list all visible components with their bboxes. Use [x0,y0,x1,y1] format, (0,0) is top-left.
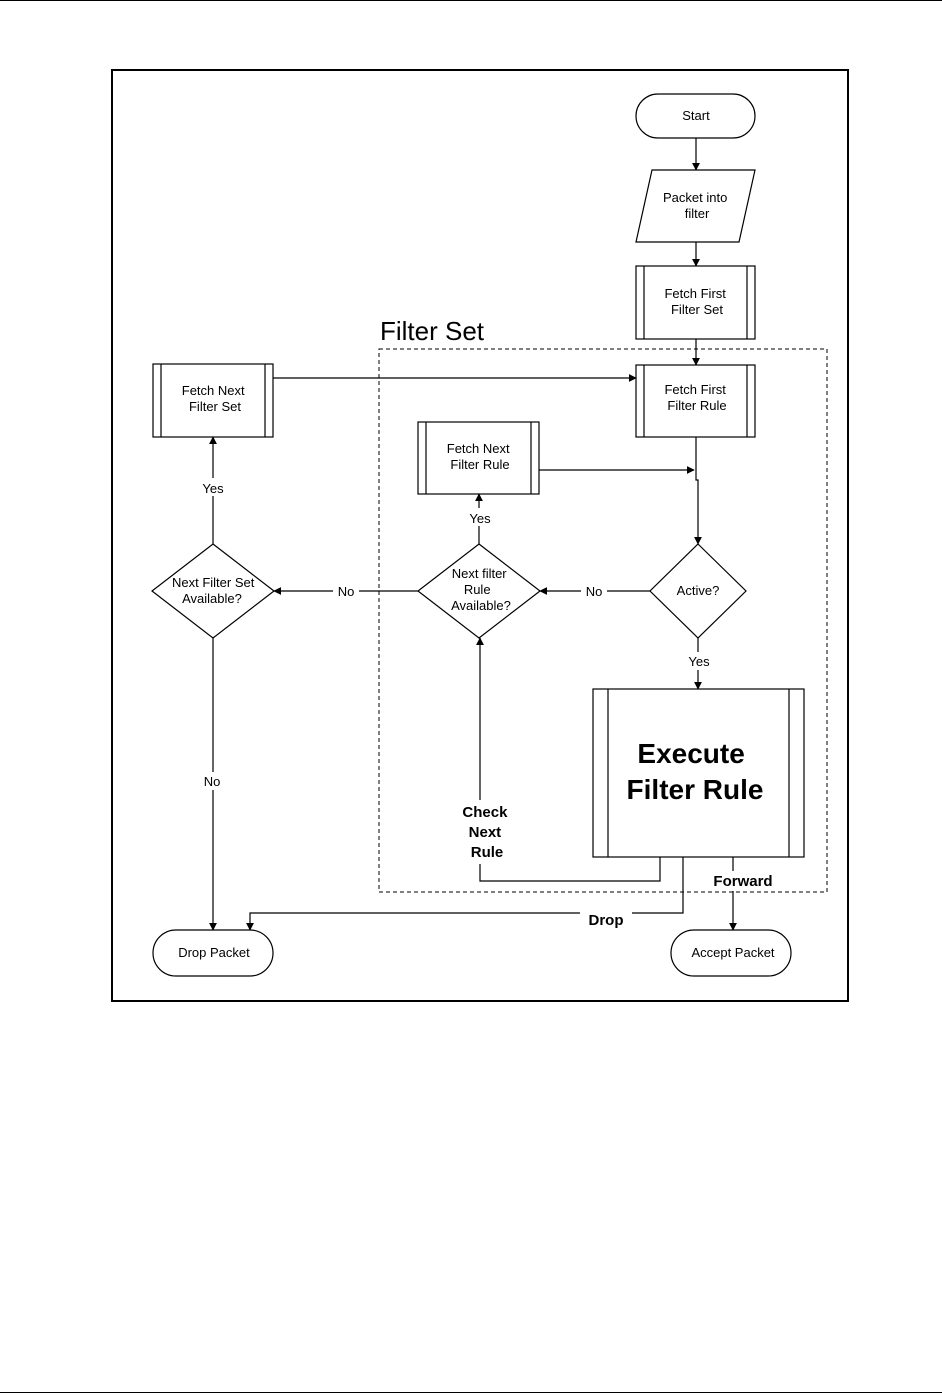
next-filter-rule-available-decision: Next filter Rule Available? [417,543,541,639]
accept-packet-node: Accept Packet [670,929,792,977]
packet-into-filter-label-2: filter [685,206,710,221]
start-node: Start [635,93,756,139]
check-next-rule-label-1: Check [462,804,508,821]
svg-text:Fetch Next Filter Set: Fetch Next Filter Set [182,383,248,414]
packet-into-filter-node: Packet into filter [635,169,756,243]
page-bottom-rule [0,1392,942,1393]
fetch-next-filter-set-node: Fetch Next Filter Set [152,363,274,438]
start-label: Start [682,108,710,123]
diagram-frame [111,69,849,1002]
svg-text:Execute Filter Rule: Execute Filter Rule [627,738,764,805]
fetch-first-filter-set-label-1: Fetch First [664,286,726,301]
check-next-rule-label-3: Rule [471,844,504,861]
next-filter-rule-available-label-2: Rule [464,582,491,597]
svg-text:Fetch First Filter Rule: Fetch First Filter Rule [664,382,729,413]
set-available-no-label: No [204,774,221,789]
next-filter-set-available-label-1: Next Filter Set [172,575,255,590]
fetch-next-filter-rule-label-1: Fetch Next [447,441,510,456]
page-top-rule [0,0,942,1]
svg-text:Active?: Active? [677,583,720,598]
svg-text:Next Filter Set Availabl: Next Filter Set Available? [172,575,258,606]
fetch-next-filter-rule-label-2: Filter Rule [450,457,509,472]
next-filter-set-available-decision: Next Filter Set Available? [151,543,275,639]
set-available-yes-label: Yes [202,481,224,496]
fetch-first-filter-rule-node: Fetch First Filter Rule [635,364,756,438]
next-filter-rule-available-label-3: Available? [451,598,511,613]
forward-label: Forward [713,873,772,890]
next-filter-rule-available-label-1: Next filter [452,566,508,581]
active-label: Active? [677,583,720,598]
active-no-label: No [586,584,603,599]
execute-filter-rule-label-2: Filter Rule [627,774,764,805]
rule-available-no-label: No [338,584,355,599]
next-filter-set-available-label-2: Available? [182,591,242,606]
fetch-first-filter-set-label-2: Filter Set [671,302,723,317]
fetch-first-filter-rule-label-2: Filter Rule [667,398,726,413]
packet-into-filter-label-1: Packet into [663,190,727,205]
fetch-next-filter-set-label-2: Filter Set [189,399,241,414]
check-next-rule-label: Check Next Rule [462,804,511,861]
svg-text:Packet into filter: Packet into filter [663,190,731,221]
fetch-first-filter-rule-label-1: Fetch First [664,382,726,397]
svg-text:Accept Packet: Accept Packet [691,945,774,960]
svg-text:Start: Start [682,108,710,123]
execute-filter-rule-label-1: Execute [637,738,744,769]
drop-packet-node: Drop Packet [152,929,274,977]
edge-drop [246,857,684,931]
drop-packet-label: Drop Packet [178,945,250,960]
filter-set-group [378,348,828,893]
filter-set-title: Filter Set [380,316,485,346]
active-decision: Active? [649,543,747,639]
edge-first-rule-to-active [694,437,702,545]
svg-text:Drop Packet: Drop Packet [178,945,250,960]
check-next-rule-label-2: Next [469,824,502,841]
execute-filter-rule-node: Execute Filter Rule [592,688,805,858]
drop-label: Drop [589,912,624,929]
edge-check-next-rule [476,637,661,882]
fetch-next-filter-rule-node: Fetch Next Filter Rule [417,421,540,495]
rule-available-yes-label: Yes [469,511,491,526]
fetch-first-filter-set-node: Fetch First Filter Set [635,265,756,340]
accept-packet-label: Accept Packet [691,945,774,960]
svg-text:Fetch First Filter Set: Fetch First Filter Set [664,286,729,317]
svg-text:Next filter Rule A: Next filter Rule Available? [451,566,511,613]
fetch-next-filter-set-label-1: Fetch Next [182,383,245,398]
active-yes-label: Yes [688,654,710,669]
svg-text:Fetch Next Filter Rule: Fetch Next Filter Rule [447,441,513,472]
